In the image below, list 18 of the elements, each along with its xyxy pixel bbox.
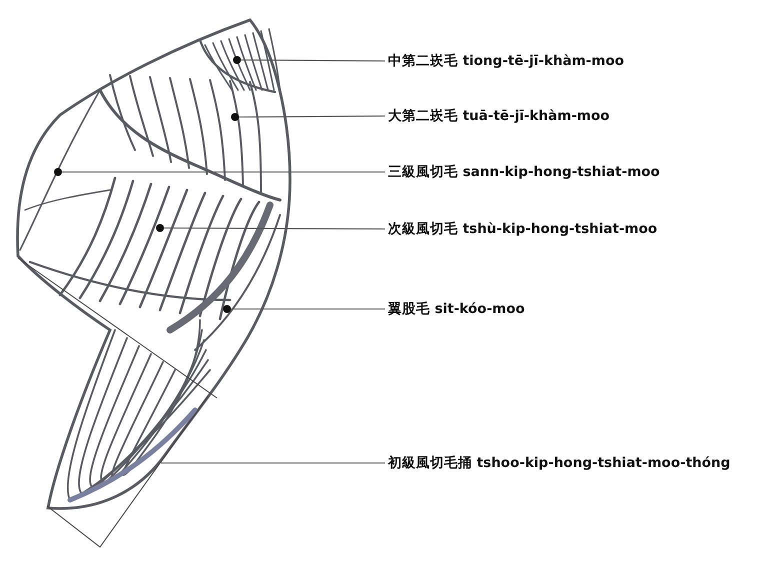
part-label: 中第二崁毛 tiong-tē-jī-khàm-moo	[388, 52, 624, 70]
leader-line	[231, 308, 385, 310]
part-label: 初級風切毛捅 tshoo-kip-hong-tshiat-moo-thóng	[388, 454, 730, 472]
point-dot	[156, 224, 164, 232]
part-label: 三級風切毛 sann-kip-hong-tshiat-moo	[388, 163, 660, 181]
point-dot	[231, 113, 239, 121]
leader-line	[239, 115, 385, 118]
part-label: 次級風切毛 tshù-kip-hong-tshiat-moo	[388, 220, 658, 238]
point-dot	[54, 168, 62, 176]
point-dot	[223, 305, 231, 313]
bracket	[18, 258, 218, 548]
leader-line	[161, 462, 385, 464]
leader-line	[62, 171, 385, 173]
leader-line	[164, 227, 385, 230]
part-label: 翼股毛 sit-kóo-moo	[388, 300, 525, 318]
point-dot	[233, 56, 241, 64]
part-label: 大第二崁毛 tuā-tē-jī-khàm-moo	[388, 107, 610, 125]
leader-line	[241, 59, 385, 62]
